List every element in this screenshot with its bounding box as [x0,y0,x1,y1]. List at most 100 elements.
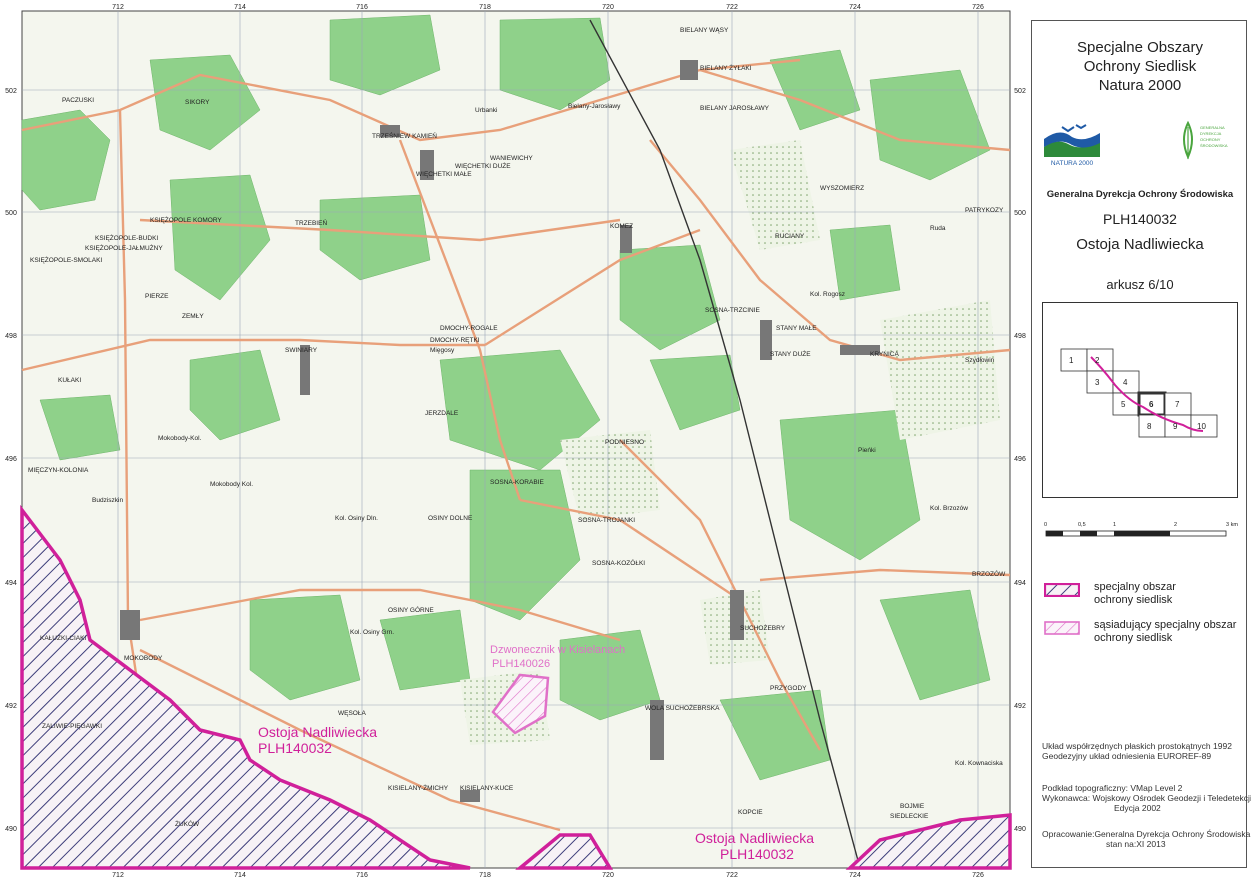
place-label: MIĘCZYN-KOLONIA [28,467,89,474]
index-cell-3: 3 [1095,378,1100,387]
place-label: PRZYGODY [770,685,807,692]
x-tick-712: 712 [112,4,124,11]
place-label: Kol. Brzozów [930,505,968,512]
y-tick-500: 500 [5,210,17,217]
gdos-logo-text-1: GENERALNA [1200,125,1225,130]
x-tick-726: 726 [972,4,984,11]
legend-sheet: arkusz 6/10 [1106,277,1174,292]
railway [589,19,861,869]
grid-lines [22,11,1010,868]
place-label: PATRYKOZY [965,207,1004,214]
y-tick-498: 498 [5,333,17,340]
place-label: WĘSOŁA [338,710,366,717]
place-label: DMOCHY-ROGALE [440,325,498,332]
index-cell-5: 5 [1121,400,1126,409]
place-label: SOSNA-KORABIE [490,479,544,486]
note-coordinate-system: Układ współrzędnych płaskich prostokątny… [1042,741,1232,751]
gdos-logo-text-4: ŚRODOWISKA [1200,143,1228,148]
y-tick-right-496: 496 [1014,456,1026,463]
y-tick-494: 494 [5,580,17,587]
place-label: WOLA SUCHOŻEBRSKA [645,703,720,712]
place-label: Mokobody-Kol. [158,435,202,442]
site-boundary-adjacent [491,673,550,735]
x-tick-722: 722 [726,4,738,11]
gdos-logo: GENERALNA DYREKCJA OCHRONY ŚRODOWISKA [1178,119,1238,165]
legend-site-code: PLH140032 [1103,211,1177,227]
place-label: STANY MAŁE [776,325,817,332]
place-label: DMOCHY-RĘTKI [430,337,480,344]
place-label: ŻUKÓW [175,819,200,828]
y-tick-right-492: 492 [1014,703,1026,710]
legend-site-name: Ostoja Nadliwiecka [1076,236,1204,253]
site-main-code-label-2: PLH140032 [720,846,794,862]
place-label: KISIELANY-ŻMICHY [388,783,449,792]
prepared-by: Opracowanie:Generalna Dyrekcja Ochrony Ś… [1042,829,1251,839]
source-executor: Wykonawca: Wojskowy Ośrodek Geodezji i T… [1042,793,1251,803]
legend-key-adjacent-line1: sąsiadujący specjalny obszar [1094,619,1237,631]
place-label: Bielany-Jarosławy [568,103,621,110]
roads [21,58,1011,832]
index-cell-8: 8 [1147,422,1152,431]
legend-key-main-line2: ochrony siedlisk [1094,594,1173,606]
place-label: BOJMIE [900,803,925,810]
gdos-logo-text-2: DYREKCJA [1200,131,1222,136]
place-label: KUŁAKI [58,377,81,384]
y-tick-490: 490 [5,826,17,833]
legend-title-line2: Ochrony Siedlisk [1083,58,1197,75]
place-label: Kol. Kownaciska [955,760,1003,767]
place-label: WIĘCHETKI DUŻE [455,161,511,170]
index-cell-9: 9 [1173,422,1178,431]
x-tick-bottom-724: 724 [849,872,861,879]
x-tick-bottom-720: 720 [602,872,614,879]
place-label: SIKORY [185,99,210,106]
site-main-label: Ostoja Nadliwiecka [258,724,377,740]
x-tick-714: 714 [234,4,246,11]
place-label: PACZUSKI [62,97,94,104]
legend-key-adjacent-swatch [1044,621,1080,635]
place-label: SIEDLECKIE [890,813,929,820]
scale-label-1: 1 [1113,522,1116,528]
site-labels: Ostoja Nadliwiecka PLH140032 Ostoja Nadl… [258,644,814,862]
x-tick-bottom-714: 714 [234,872,246,879]
place-label: RUCIANY [775,233,805,240]
place-label: KAŁUŻKI-CIAKI [40,633,86,642]
scale-label-3km: 3 km [1226,522,1238,528]
place-label: KSIĘŻOPOLE-BUDKI [95,233,158,242]
x-tick-bottom-722: 722 [726,872,738,879]
x-tick-bottom-716: 716 [356,872,368,879]
x-tick-bottom-718: 718 [479,872,491,879]
site-main-code-label: PLH140032 [258,740,332,756]
sheet-index-map: 1 2 3 4 5 6 7 8 9 10 [1042,302,1238,498]
place-label: PODNIESNO [605,439,644,446]
place-label: KSIĘŻOPOLE-SMOLAKI [30,255,102,264]
y-tick-right-500: 500 [1014,210,1026,217]
place-label: SOSNA-KOZÓŁKI [592,558,645,567]
settlements [120,60,880,802]
scale-label-2: 2 [1174,522,1177,528]
place-label: SOSNA-TROJANKI [578,517,635,524]
place-label: Kol. Osiny Grn. [350,629,394,636]
place-label: Pieńki [858,447,876,454]
source-edition: Edycja 2002 [1114,803,1161,813]
place-label: WYSZOMIERZ [820,185,864,192]
place-label: Urbanki [475,107,497,114]
place-label: TRZEBIEŃ [295,218,327,227]
place-label: SWINIARY [285,347,318,354]
x-tick-bottom-712: 712 [112,872,124,879]
y-tick-492: 492 [5,703,17,710]
y-axis-ticks: 502 500 498 496 494 492 490 502 500 498 … [5,88,1026,833]
place-label: STANY DUŻE [770,349,811,358]
natura-logo-text: NATURA 2000 [1051,160,1094,167]
place-label: KSIĘŻOPOLE-JAŁMUŻNY [85,243,163,252]
site-boundary-main [20,504,1012,870]
place-label: Mokobody Kol. [210,481,253,488]
note-reference-system: Geodezyjny układ odniesienia EUROREF-89 [1042,751,1212,761]
gdos-logo-text-3: OCHRONY [1200,137,1221,142]
x-axis-ticks: 712 714 716 718 720 722 724 726 712 714 … [112,4,984,879]
place-label: BRZOZÓW [972,569,1006,578]
place-label: JERZDALE [425,410,459,417]
legend-authority: Generalna Dyrekcja Ochrony Środowiska [1046,189,1234,200]
y-tick-496: 496 [5,456,17,463]
place-labels: PACZUSKI SIKORY TRZEŚNIEW KAMIEŃ WANIEWI… [28,27,1006,828]
